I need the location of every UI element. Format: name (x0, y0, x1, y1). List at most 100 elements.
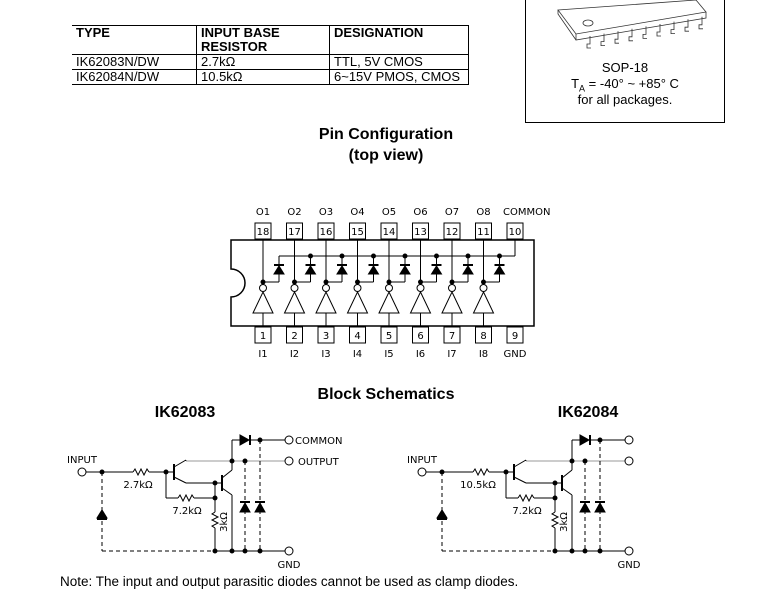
package-lead (614, 31, 619, 44)
top-pin-number: 18 (257, 227, 270, 238)
junction-dot (212, 548, 218, 554)
cell-type: IK62083N/DW (72, 54, 197, 70)
junction-dot (229, 458, 235, 464)
input-terminal (77, 467, 87, 477)
diode-icon (273, 265, 285, 275)
top-pin-number: 14 (383, 227, 396, 238)
package-temp-range: TA = -40° ~ +85° C (571, 76, 679, 94)
package-name: SOP-18 (601, 60, 649, 75)
diode-icon (430, 265, 443, 275)
schematic-right-title: IK62084 (557, 404, 619, 421)
inverter-bubble (385, 284, 393, 292)
package-lead (628, 28, 633, 42)
package-lead (698, 16, 703, 30)
top-pin-label: O4 (350, 207, 364, 218)
schematic-left-title: IK62083 (154, 404, 216, 421)
top-pin-label: O1 (256, 207, 270, 218)
diode-icon (399, 265, 411, 275)
resistor-low-value: 3kΩ (559, 512, 570, 532)
output-terminal (284, 456, 294, 466)
pin-config-subtitle: (top view) (348, 147, 424, 164)
transistor-collector (561, 469, 573, 479)
diode-icon (304, 265, 317, 275)
junction-dot (497, 253, 502, 259)
package-note: for all packages. (577, 92, 673, 107)
resistor-icon (517, 493, 535, 503)
top-pin-label: O2 (287, 207, 301, 218)
common-label: COMMON (295, 436, 342, 447)
package-lead (670, 21, 675, 34)
cell-resistor: 2.7kΩ (196, 54, 330, 70)
resistor-mid-value: 7.2kΩ (512, 506, 542, 517)
diode-icon (254, 501, 266, 513)
diode-icon (367, 265, 380, 275)
bottom-pin-number: 3 (323, 331, 329, 342)
common-terminal (284, 435, 294, 445)
diode-icon (579, 501, 591, 513)
gnd-terminal (624, 546, 634, 556)
diode-icon (462, 265, 474, 275)
transistor-emitter (513, 476, 527, 484)
diode-icon (96, 509, 108, 519)
inverter-bubble (353, 284, 362, 292)
bottom-pin-label: I2 (290, 349, 299, 360)
diode-icon (239, 434, 251, 446)
bottom-pin-label: I3 (321, 349, 330, 360)
diode-icon (594, 501, 606, 513)
diode-icon (436, 509, 448, 519)
transistor-collector (513, 459, 527, 468)
top-pin-label: O8 (476, 207, 490, 218)
top-pin-number: 12 (446, 227, 459, 238)
bottom-pin-label: I8 (479, 349, 488, 360)
junction-dot (434, 253, 439, 259)
top-pin-number: 16 (320, 227, 333, 238)
transistor-emitter (221, 487, 233, 496)
resistor-input-value: 2.7kΩ (123, 480, 153, 491)
input-terminal (417, 467, 427, 477)
inverter-bubble (479, 284, 488, 292)
bottom-pin-number: 4 (354, 331, 360, 342)
bottom-pin-number: 5 (386, 331, 392, 342)
top-pin-number: 13 (414, 227, 427, 238)
inverter-bubble (290, 284, 299, 292)
resistor-icon (177, 493, 195, 503)
resistor-icon (472, 467, 490, 477)
junction-dot (339, 253, 345, 259)
top-pin-label: O5 (382, 207, 396, 218)
cell-designation: TTL, 5V CMOS (329, 54, 469, 70)
resistor-mid-value: 7.2kΩ (172, 506, 202, 517)
junction-dot (402, 253, 408, 259)
bottom-pin-label: I6 (416, 349, 425, 360)
junction-dot (569, 458, 575, 464)
bottom-pin-label: I1 (258, 349, 267, 360)
input-label: INPUT (67, 455, 98, 466)
inverter-bubble (259, 284, 267, 292)
bottom-pin-number: 2 (291, 331, 297, 342)
table-row: IK62084N/DW 10.5kΩ 6~15V PMOS, CMOS (72, 69, 469, 85)
bottom-pin-box (506, 326, 524, 344)
top-pin-label: O3 (319, 207, 333, 218)
diode-icon (493, 265, 506, 275)
package-box: SOP-18 TA = -40° ~ +85° C for all packag… (525, 0, 725, 123)
diode-icon (336, 265, 348, 275)
top-pin-number: 11 (477, 227, 490, 238)
gnd-terminal (284, 546, 294, 556)
bottom-pin-number: 1 (260, 331, 266, 342)
schematic-wiring (77, 434, 294, 556)
package-lead (642, 26, 647, 39)
junction-dot (308, 253, 313, 259)
bottom-pin-label: I4 (353, 349, 362, 360)
diode-icon (579, 434, 591, 446)
resistor-icon (550, 511, 560, 529)
resistor-icon (132, 467, 150, 477)
top-pin-label: O6 (413, 207, 427, 218)
input-label: INPUT (407, 455, 438, 466)
resistor-icon (210, 511, 220, 529)
common-terminal (624, 435, 634, 445)
package-lead (684, 19, 689, 32)
package-lead (656, 24, 661, 37)
junction-dot (569, 548, 575, 554)
